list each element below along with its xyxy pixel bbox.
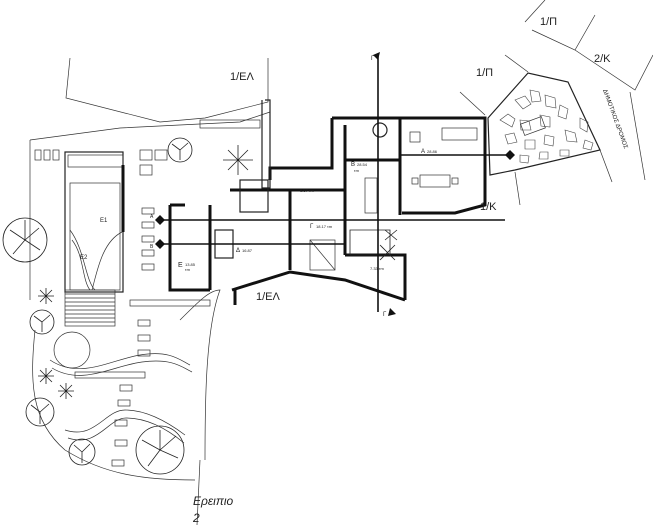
svg-text:18.17 τm: 18.17 τm bbox=[316, 224, 333, 229]
svg-text:Γ: Γ bbox=[310, 224, 314, 230]
furniture bbox=[139, 119, 478, 271]
ruin-label: Ερειπιο bbox=[193, 494, 234, 508]
section-label-a: A bbox=[150, 214, 154, 220]
section-marker-right-icon bbox=[505, 150, 515, 160]
road-label: ΔΗΜΟΤΙΚΟΣ ΔΡΟΜΟΣ bbox=[601, 89, 628, 150]
section-lines bbox=[155, 52, 515, 316]
building-walls bbox=[168, 99, 487, 305]
plot-label-top-right-2: 2/Κ bbox=[594, 53, 611, 65]
section-label-bottom: Γ bbox=[383, 312, 387, 318]
pool-steps bbox=[64, 289, 116, 327]
tree-icon bbox=[68, 438, 96, 466]
plot-label-right-middle: 1/Π bbox=[476, 67, 493, 79]
room-area-label: 6.57 τm bbox=[300, 188, 314, 193]
stone-paving bbox=[487, 72, 601, 176]
shrub-icon bbox=[38, 288, 54, 304]
trees bbox=[2, 137, 193, 475]
stepping-stones bbox=[74, 207, 211, 467]
plot-label-bottom: 1/ΕΛ bbox=[256, 291, 281, 303]
svg-text:E: E bbox=[178, 262, 183, 269]
plot-boundaries bbox=[29, 0, 653, 525]
section-arrow-top-icon bbox=[373, 52, 380, 60]
section-marker-a-icon bbox=[155, 215, 165, 225]
labels: 1/ΕΛ 1/Π 2/Κ 1/Π 1/Κ 1/ΕΛ ΔΗΜΟΤΙΚΟΣ ΔΡΟΜ… bbox=[80, 16, 628, 525]
ruin-number: 2 bbox=[192, 511, 200, 525]
svg-text:28.86: 28.86 bbox=[427, 149, 438, 154]
tree-icon bbox=[25, 397, 55, 427]
pool-label-e1: E1 bbox=[100, 218, 108, 224]
svg-text:Δ: Δ bbox=[236, 248, 240, 254]
svg-text:16.87: 16.87 bbox=[242, 248, 253, 253]
tree-icon bbox=[167, 137, 193, 163]
room-area-label: 7.33 τm bbox=[370, 266, 384, 271]
svg-text:B: B bbox=[351, 162, 355, 168]
tree-icon bbox=[2, 217, 48, 263]
garden-paths bbox=[32, 289, 221, 481]
svg-text:τm: τm bbox=[185, 267, 191, 272]
tree-icon bbox=[135, 425, 185, 475]
section-arrow-bottom-icon bbox=[388, 308, 396, 316]
shrub-icon bbox=[38, 368, 54, 384]
tree-icon bbox=[29, 309, 55, 335]
svg-text:13.85: 13.85 bbox=[185, 262, 196, 267]
svg-text:A: A bbox=[421, 149, 425, 155]
shrub-icon bbox=[58, 383, 74, 399]
plot-label-top: 1/ΕΛ bbox=[230, 71, 255, 83]
plot-label-top-right-1: 1/Π bbox=[540, 16, 557, 28]
svg-text:τm: τm bbox=[354, 168, 360, 173]
section-label-top: Γ bbox=[371, 56, 375, 62]
plot-label-right-lower: 1/Κ bbox=[480, 201, 497, 213]
courtyard-plants bbox=[223, 145, 398, 261]
svg-text:28.54: 28.54 bbox=[357, 162, 368, 167]
pool bbox=[34, 149, 125, 327]
section-label-b: B bbox=[150, 244, 154, 250]
section-marker-b-icon bbox=[155, 239, 165, 249]
pool-label-e2: E2 bbox=[80, 255, 88, 261]
